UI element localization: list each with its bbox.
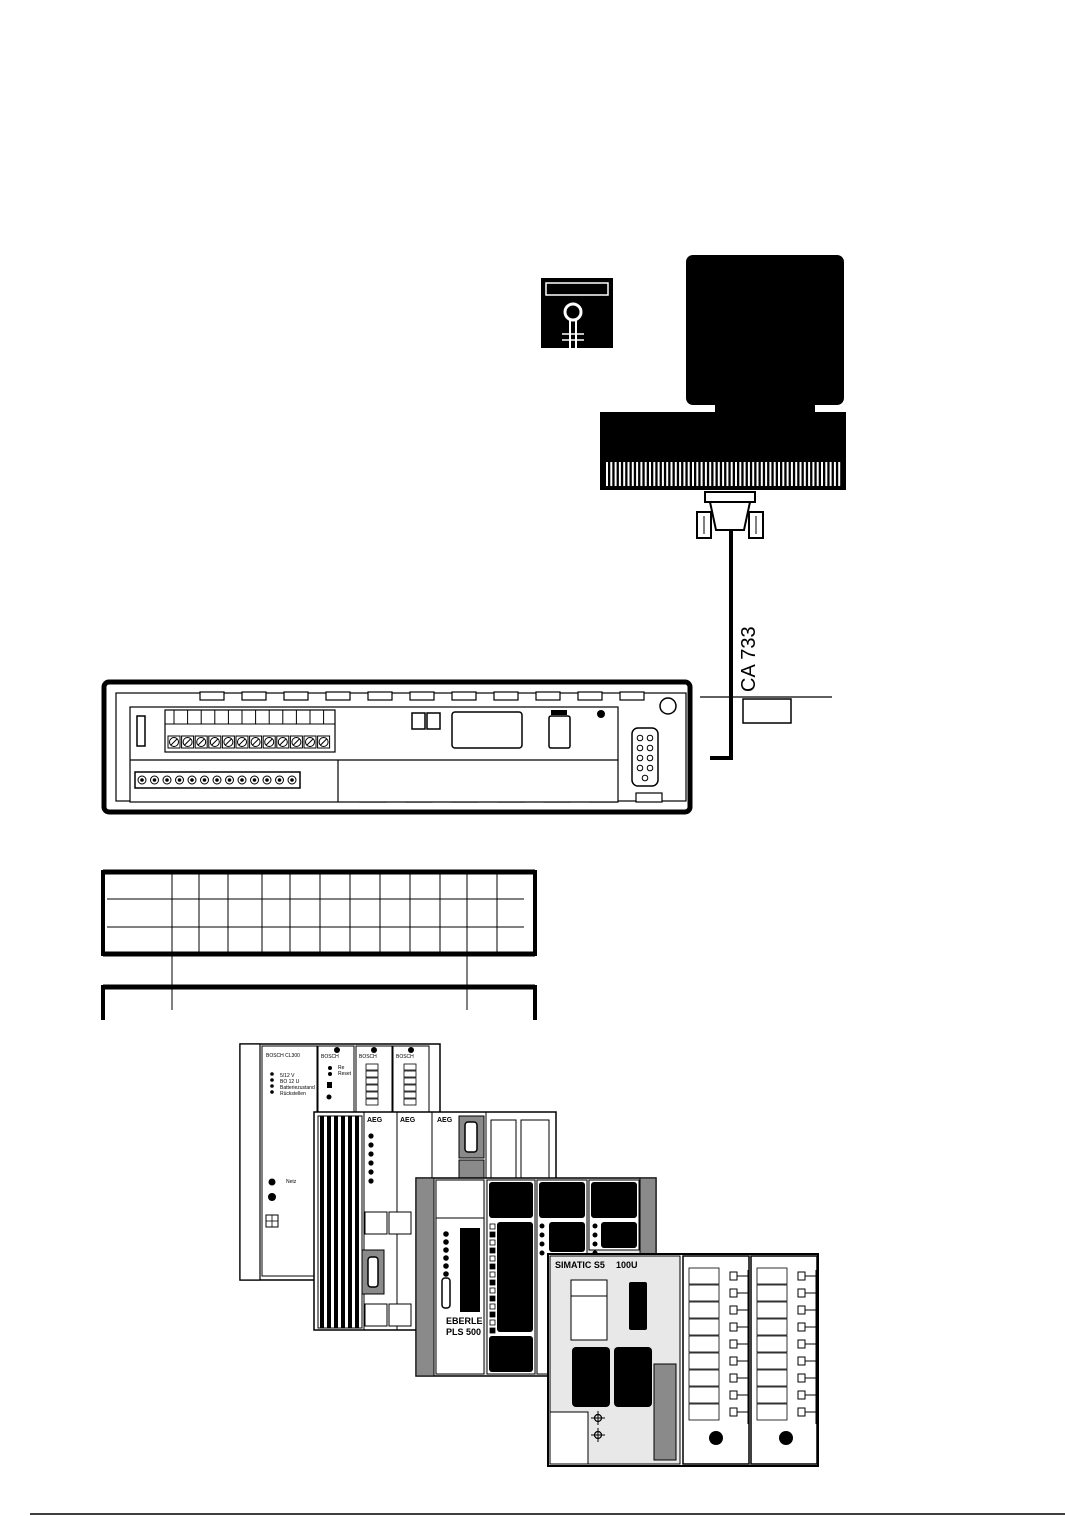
floppy-disk-icon xyxy=(541,278,613,348)
bosch-small-label-3: BOSCH xyxy=(396,1054,414,1060)
bosch-cl300-label: BOSCH CL300 xyxy=(266,1053,300,1059)
bosch-reset-label: Reset xyxy=(338,1071,352,1077)
slot-switch xyxy=(549,716,570,748)
interface-module xyxy=(104,682,690,812)
aeg-label-3: AEG xyxy=(437,1117,453,1124)
cable-label: CA 733 xyxy=(738,626,760,692)
switch-2 xyxy=(427,713,440,729)
bosch-small-label-2: BOSCH xyxy=(359,1054,377,1060)
simatic-label: SIMATIC S5 xyxy=(555,1260,605,1270)
bus-rail-grid xyxy=(103,870,535,1020)
status-led xyxy=(597,710,605,718)
switch-1 xyxy=(412,713,425,729)
fuse-icon xyxy=(137,716,145,746)
simatic-model-label: 100U xyxy=(616,1260,638,1270)
aeg-label-1: AEG xyxy=(367,1117,383,1124)
eberle-label: EBERLE xyxy=(446,1316,483,1326)
computer-base-unit xyxy=(600,412,846,490)
display-window xyxy=(452,712,522,748)
mount-hole xyxy=(660,698,676,714)
db9-port-icon xyxy=(632,728,658,786)
bosch-small-label-1: BOSCH xyxy=(321,1054,339,1060)
plc-simatic-s5-100u: SIMATIC S5 100U xyxy=(548,1254,818,1466)
eberle-model-label: PLS 500 xyxy=(446,1327,481,1337)
cable-ca733: CA 733 xyxy=(700,530,832,760)
bosch-line-4: Rückstellen xyxy=(280,1091,306,1097)
bosch-netz-label: Netz xyxy=(286,1179,297,1185)
aeg-label-2: AEG xyxy=(400,1117,416,1124)
computer-monitor-icon xyxy=(686,255,844,414)
vent-slots xyxy=(606,462,840,486)
